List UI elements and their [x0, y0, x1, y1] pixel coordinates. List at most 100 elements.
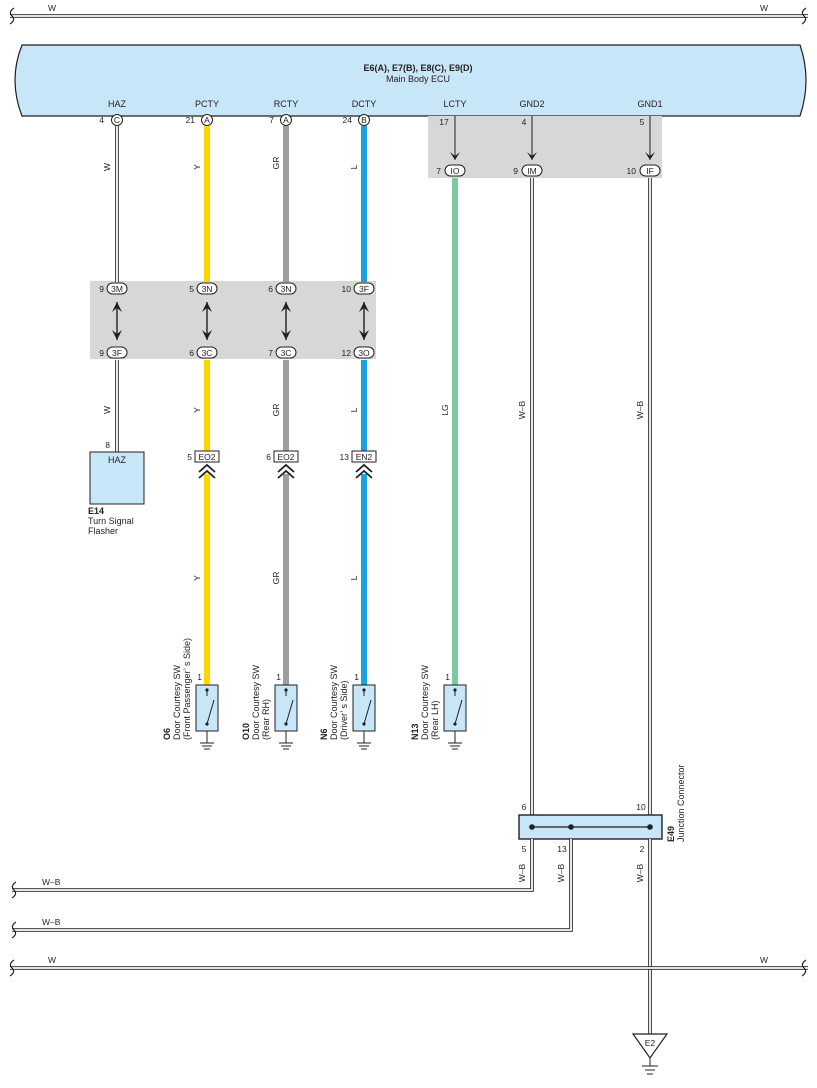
conn-if: IF: [646, 166, 654, 176]
ground-e2: E2: [631, 1033, 669, 1075]
e49-pin-5: 5: [522, 844, 527, 854]
e49-outgoing-wires: W–B W–B W–B W–B W–B: [11, 839, 652, 1034]
pin-haz: 4: [99, 115, 104, 125]
e49-pin-2: 2: [640, 844, 645, 854]
label-lcty: LG: [440, 404, 450, 415]
label-wb-bus-1: W–B: [42, 877, 61, 887]
conn-dcty: B: [361, 115, 367, 125]
label-j2: W–B: [635, 863, 645, 882]
switch-n13-code: N13: [410, 723, 420, 740]
mid-junction-bottom-connectors: 9 3F 6 3C 7 3C 12 3O: [99, 346, 375, 359]
inline-connectors: 5 EO2 6 EO2 13 EN2: [187, 450, 377, 479]
label-rcty-lower: GR: [271, 572, 281, 585]
conn-eo2-b: EO2: [277, 452, 294, 462]
label-gnd1: W–B: [635, 400, 645, 419]
e49-pin-6: 6: [522, 802, 527, 812]
switch-n13-label: Door Courtesy SW: [420, 664, 430, 740]
flasher-code: E14: [88, 506, 104, 516]
switch-o10-label: Door Courtesy SW: [251, 664, 261, 740]
switch-n6-label: Door Courtesy SW: [329, 664, 339, 740]
ecu-terminal-rcty: RCTY: [274, 99, 299, 109]
pin-lcty: 17: [439, 117, 449, 127]
ecu-connectors: E6(A), E7(B), E8(C), E9(D): [363, 63, 472, 73]
label-pcty-upper: Y: [192, 164, 202, 170]
conn-en2: EN2: [356, 452, 373, 462]
ecu-terminal-pcty: PCTY: [195, 99, 219, 109]
pin-3c-a: 6: [189, 348, 194, 358]
conn-im: IM: [527, 166, 536, 176]
pin-3f-bot: 9: [99, 348, 104, 358]
switch-n6-code: N6: [319, 728, 329, 740]
e49-pin-10: 10: [636, 802, 646, 812]
pin-en2: 13: [340, 452, 350, 462]
mid-junction-top-connectors: 9 3M 5 3N 6 3N 10 3F: [99, 282, 375, 295]
label-haz-lower: W: [102, 406, 112, 414]
bottom-w-bus: W W: [9, 955, 808, 977]
pin-eo2-a: 5: [187, 452, 192, 462]
main-body-ecu: E6(A), E7(B), E8(C), E9(D) Main Body ECU…: [14, 44, 807, 117]
upper-junction-block: [428, 116, 662, 178]
conn-3c-b: 3C: [281, 348, 292, 358]
switch-o10-code: O10: [241, 723, 251, 740]
pin-io: 7: [436, 166, 441, 176]
pin-im: 9: [513, 166, 518, 176]
ecu-terminal-lcty: LCTY: [443, 99, 466, 109]
ground-label: E2: [645, 1038, 656, 1048]
pin-3o: 12: [342, 348, 352, 358]
switch-o6-label: Door Courtesy SW: [172, 664, 182, 740]
e49-name: Junction Connector: [676, 764, 686, 842]
switch-o6-side: (Front Passenger’ s Side): [182, 638, 192, 740]
turn-signal-flasher: 8 HAZ E14 Turn Signal Flasher: [88, 440, 145, 536]
flasher-pin: 8: [105, 440, 110, 450]
conn-3o: 3O: [358, 348, 370, 358]
pin-pcty: 21: [186, 115, 196, 125]
label-j13: W–B: [556, 863, 566, 882]
top-bus-left-label: W: [48, 3, 56, 13]
switch-n6-pin: 1: [354, 672, 359, 682]
pin-if: 10: [627, 166, 637, 176]
bottom-bus-right-label: W: [760, 955, 768, 965]
conn-haz: C: [114, 115, 120, 125]
pin-gnd1: 5: [640, 117, 645, 127]
ecu-terminal-haz: HAZ: [108, 99, 127, 109]
switch-n13-pin: 1: [445, 672, 450, 682]
conn-io: IO: [451, 166, 460, 176]
label-j5: W–B: [517, 863, 527, 882]
label-pcty-mid: Y: [192, 407, 202, 413]
switch-o6: 1 O6 Door Courtesy SW (Front Passenger’ …: [162, 638, 219, 750]
ecu-pins: 4 C 21 A 7 A 24 B 17 4 5: [99, 114, 645, 127]
conn-3c-a: 3C: [202, 348, 213, 358]
switch-n6: 1 N6 Door Courtesy SW (Driver’ s Side): [319, 664, 376, 750]
ecu-terminal-dcty: DCTY: [352, 99, 377, 109]
label-haz-upper: W: [102, 163, 112, 171]
switch-o10-pin: 1: [276, 672, 281, 682]
pin-eo2-b: 6: [266, 452, 271, 462]
e49-pin-13: 13: [557, 844, 567, 854]
conn-3f-bot: 3F: [112, 348, 122, 358]
conn-3f-top: 3F: [359, 284, 369, 294]
pin-rcty: 7: [269, 115, 274, 125]
upper-junction-connectors: 7 IO 9 IM 10 IF: [436, 152, 661, 177]
switch-o10: 1 O10 Door Courtesy SW (Rear RH): [241, 664, 298, 750]
wire-labels: W W Y Y Y GR GR GR L L L LG W–B W–B: [102, 157, 645, 585]
conn-3m: 3M: [111, 284, 123, 294]
switch-o6-pin: 1: [197, 672, 202, 682]
label-dcty-upper: L: [349, 164, 359, 169]
switch-n6-side: (Driver’ s Side): [339, 680, 349, 740]
pin-3c-b: 7: [268, 348, 273, 358]
switch-o10-side: (Rear RH): [261, 699, 271, 740]
flasher-label: HAZ: [108, 455, 127, 465]
switch-o6-code: O6: [162, 728, 172, 740]
pin-dcty: 24: [343, 115, 353, 125]
label-rcty-upper: GR: [271, 157, 281, 170]
label-dcty-lower: L: [349, 575, 359, 580]
label-gnd2: W–B: [517, 400, 527, 419]
flasher-name-line2: Flasher: [88, 526, 118, 536]
label-dcty-mid: L: [349, 407, 359, 412]
top-bus-right-label: W: [760, 3, 768, 13]
conn-pcty: A: [204, 115, 210, 125]
conn-eo2-a: EO2: [198, 452, 215, 462]
top-w-bus: W W: [9, 3, 808, 25]
junction-connector-e49: 6 10 5 13 2 E49 Junction Connector: [518, 764, 686, 854]
